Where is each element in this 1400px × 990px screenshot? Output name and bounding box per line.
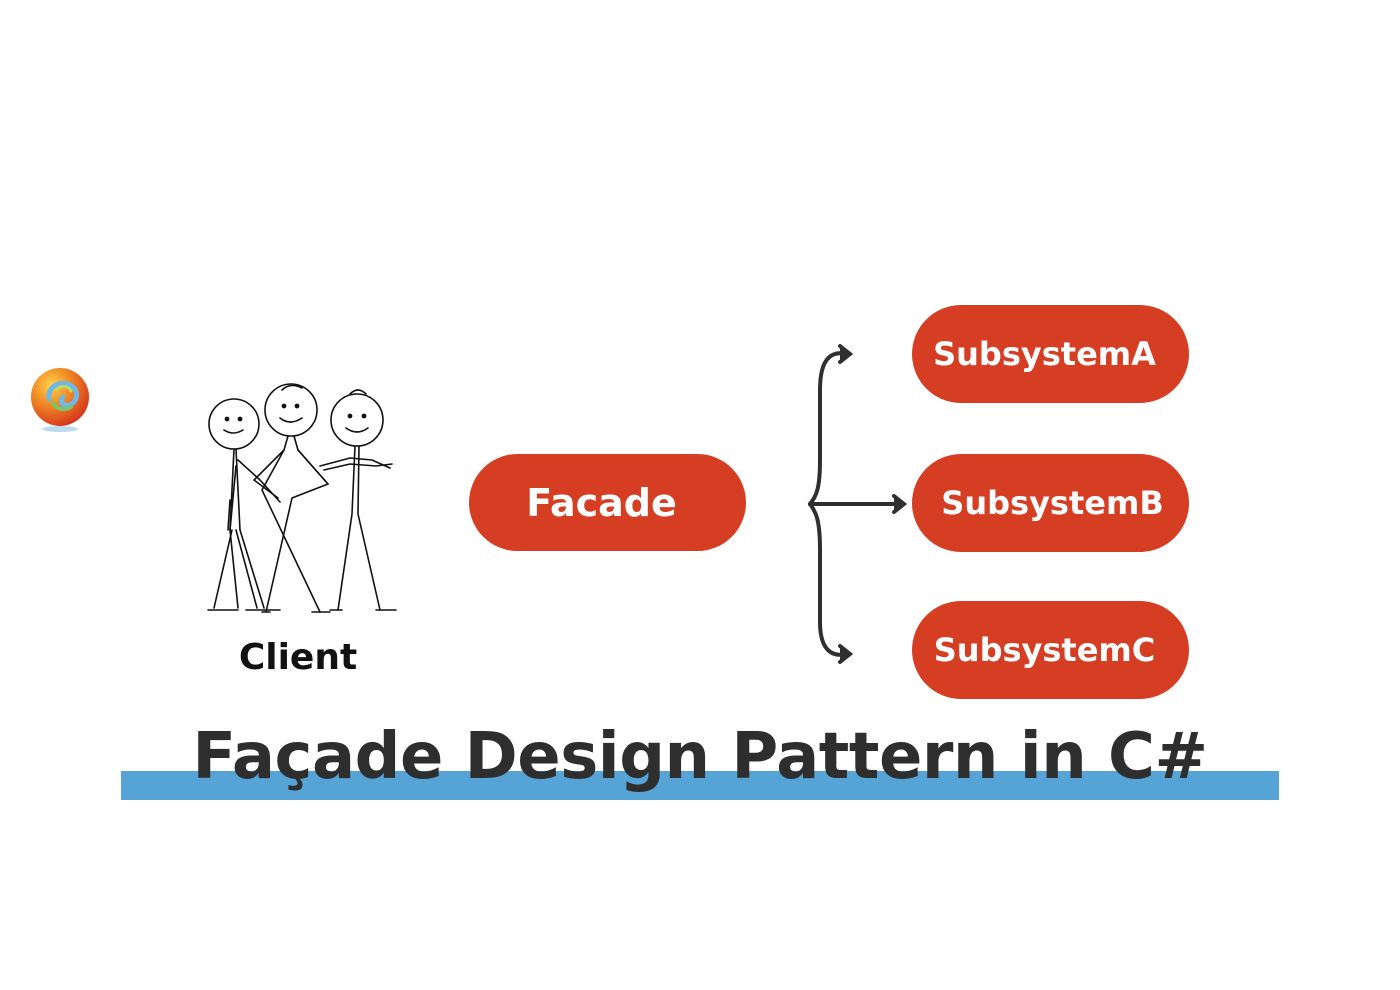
facade-node: Facade xyxy=(469,454,746,551)
site-logo-icon xyxy=(29,367,91,433)
subsystem-b-node: SubsystemB xyxy=(912,454,1189,552)
subsystem-c-node: SubsystemC xyxy=(912,601,1189,699)
title-underline-bar xyxy=(121,771,1279,800)
page-title: Façade Design Pattern in C# xyxy=(192,720,1208,794)
client-label: Client xyxy=(238,637,358,678)
stick-figures-group-icon xyxy=(200,380,400,620)
subsystem-a-node: SubsystemA xyxy=(912,305,1189,403)
brace-connector xyxy=(790,330,920,680)
